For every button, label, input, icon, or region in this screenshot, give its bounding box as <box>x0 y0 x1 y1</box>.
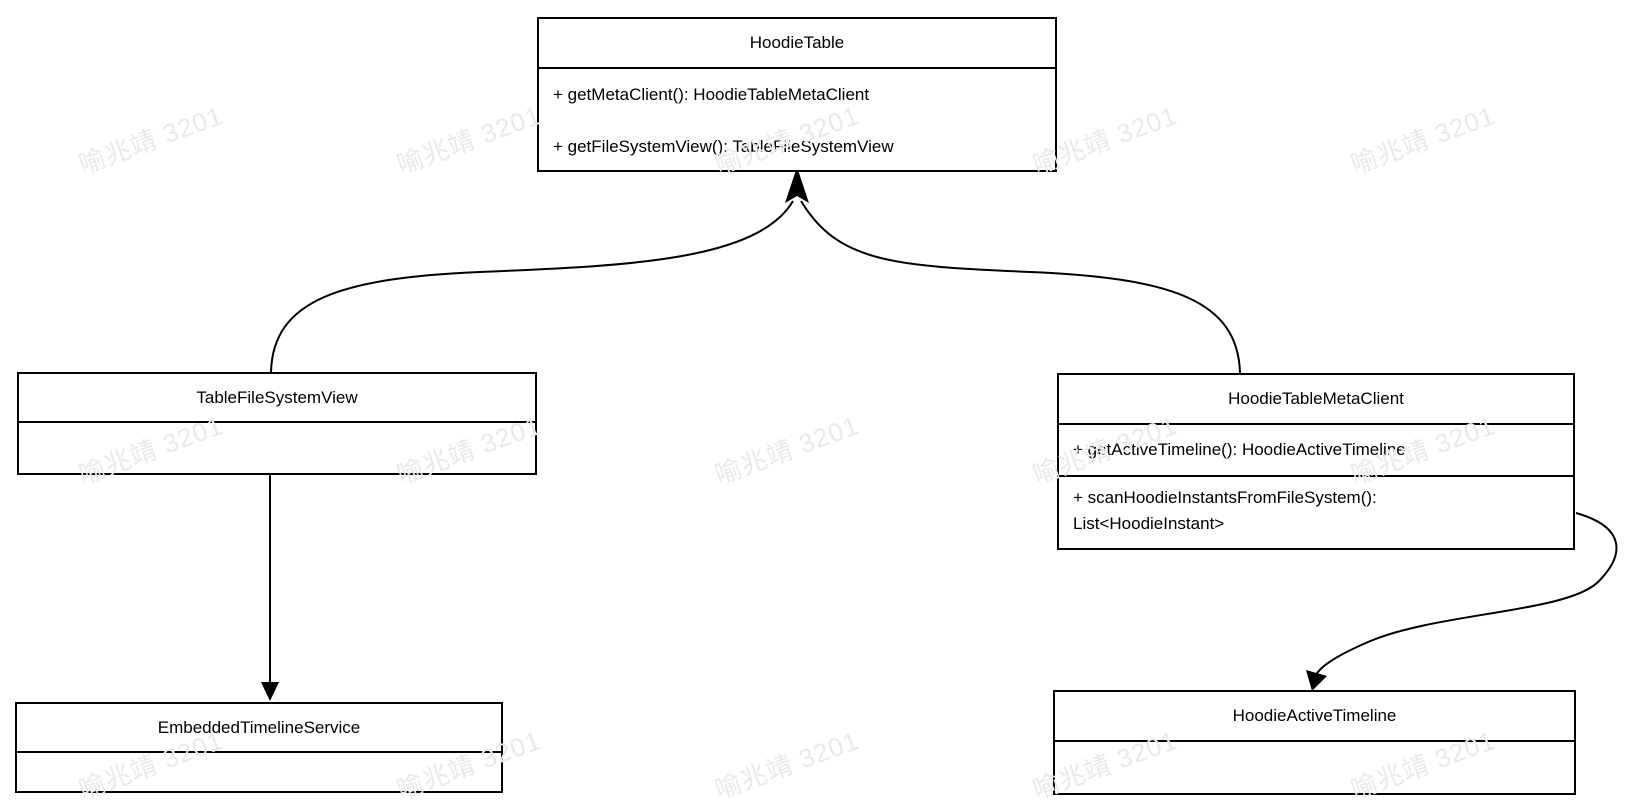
class-hoodieactivetimeline: HoodieActiveTimeline <box>1053 690 1576 795</box>
class-hoodieactivetimeline-empty-compartment <box>1055 742 1574 793</box>
method-getmetaclient: + getMetaClient(): HoodieTableMetaClient <box>553 85 870 104</box>
class-hoodietable: HoodieTable + getMetaClient(): HoodieTab… <box>537 17 1057 172</box>
class-hoodietablemetaclient-compartment-1: + getActiveTimeline(): HoodieActiveTimel… <box>1059 425 1573 477</box>
class-hoodietablemetaclient-compartment-2: + scanHoodieInstantsFromFileSystem(): Li… <box>1059 477 1573 548</box>
class-tablefilesystemview-title: TableFileSystemView <box>19 374 535 423</box>
class-embeddedtimelineservice: EmbeddedTimelineService <box>15 702 503 793</box>
connector-hoodietablemetaclient-to-hoodietable <box>800 200 1241 374</box>
class-embeddedtimelineservice-title: EmbeddedTimelineService <box>17 704 501 753</box>
class-hoodietablemetaclient-title: HoodieTableMetaClient <box>1059 375 1573 425</box>
connector-tablefilesystemview-to-hoodietable <box>270 200 794 373</box>
class-tablefilesystemview-empty-compartment <box>19 423 535 473</box>
class-hoodietable-methods: + getMetaClient(): HoodieTableMetaClient… <box>539 69 1055 173</box>
class-hoodietablemetaclient: HoodieTableMetaClient + getActiveTimelin… <box>1057 373 1575 550</box>
class-tablefilesystemview: TableFileSystemView <box>17 372 537 475</box>
class-hoodieactivetimeline-title: HoodieActiveTimeline <box>1055 692 1574 742</box>
class-embeddedtimelineservice-empty-compartment <box>17 753 501 791</box>
method-getfilesystemview: + getFileSystemView(): TableFileSystemVi… <box>553 137 894 156</box>
arrowhead-down-hoodieactivetimeline <box>1306 670 1327 691</box>
connector-hoodietablemetaclient-to-hoodieactivetimeline <box>1315 512 1618 676</box>
method-scanhoodieinstantsfromfilesystem: + scanHoodieInstantsFromFileSystem(): Li… <box>1073 488 1377 533</box>
arrowhead-down-embeddedtimelineservice <box>261 682 279 701</box>
arrowhead-up-hoodietable <box>785 167 809 203</box>
class-hoodietable-title: HoodieTable <box>539 19 1055 69</box>
method-getactivetimeline: + getActiveTimeline(): HoodieActiveTimel… <box>1073 440 1406 459</box>
